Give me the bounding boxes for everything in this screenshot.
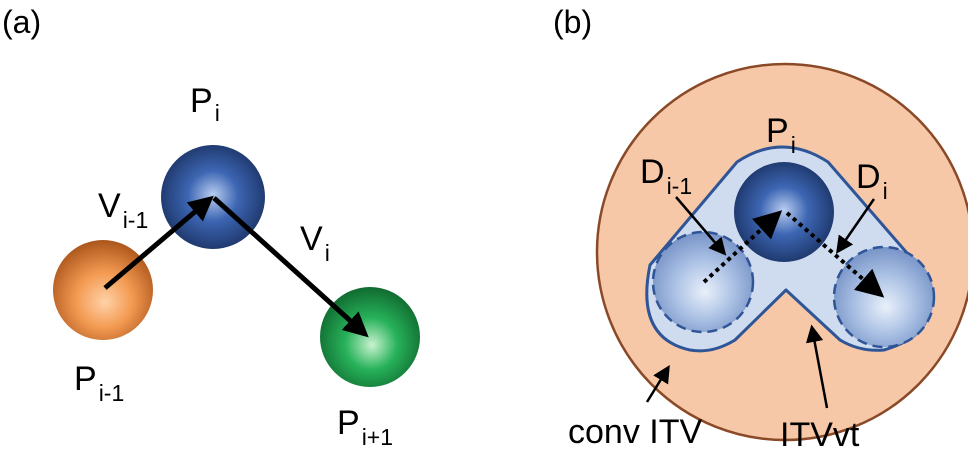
label-p-prev: Pi-1 (74, 360, 124, 406)
sphere-p-curr (161, 145, 265, 249)
panel-a: (a) Pi Vi-1 Vi Pi-1 Pi+1 (2, 4, 420, 450)
sphere-p-center (734, 162, 834, 262)
label-v-curr: Vi (300, 220, 330, 266)
callout-d-curr-arrow (836, 198, 876, 254)
sphere-right-tube (832, 245, 936, 349)
callout-conv-arrow (645, 365, 670, 403)
label-p-curr: Pi (190, 82, 220, 126)
panel-a-label: (a) (2, 4, 41, 40)
label-d-prev: Di-1 (640, 153, 692, 199)
callout-itvvt-arrow (805, 324, 829, 409)
panel-b-label: (b) (553, 4, 592, 40)
label-itvvt: ITVvt (780, 416, 860, 454)
direction-d-prev-arrow (702, 210, 783, 284)
callout-d-prev-arrow (675, 196, 727, 256)
panel-b: (b) Pi Di-1 Di conv ITV ITVvt (553, 4, 968, 454)
sphere-p-prev (53, 240, 153, 340)
sphere-left-tube (651, 230, 755, 334)
vector-v-prev-arrow (103, 195, 214, 290)
vector-v-curr-arrow (212, 196, 369, 338)
label-d-curr: Di (856, 158, 888, 204)
label-p-center: Pi (766, 112, 796, 158)
label-conv-itv: conv ITV (568, 413, 702, 451)
label-v-prev: Vi-1 (98, 187, 148, 233)
label-p-next: Pi+1 (337, 404, 393, 450)
sphere-p-next (320, 287, 420, 387)
